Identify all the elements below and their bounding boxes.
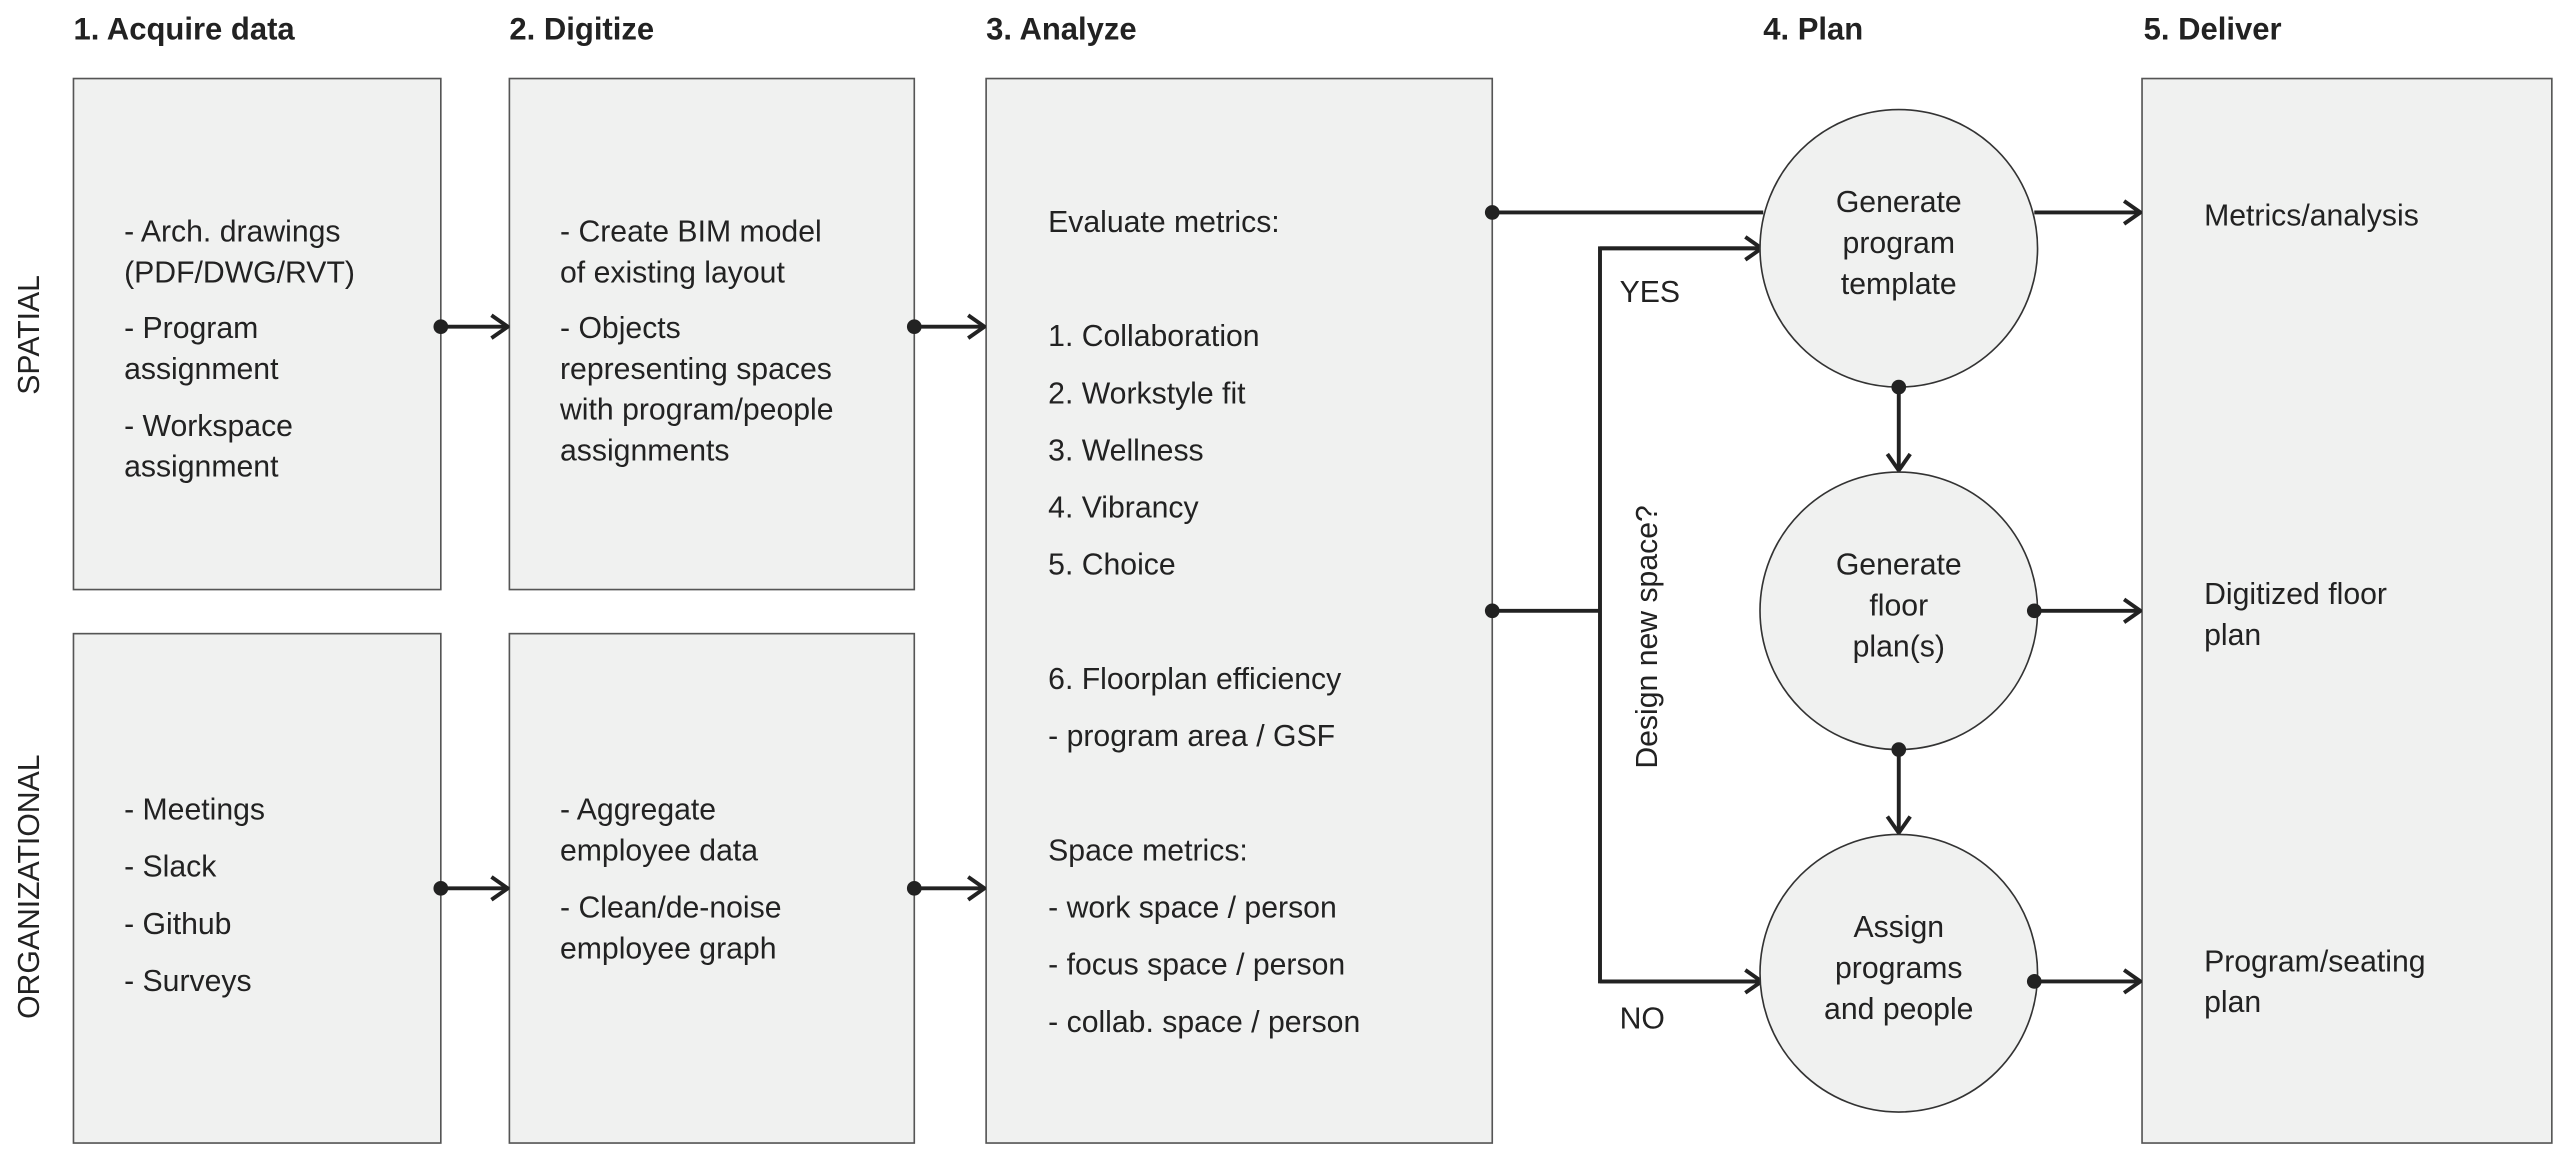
plan-node-label: and people xyxy=(1824,993,1973,1026)
acquire-spatial-line: - Workspace xyxy=(124,410,293,443)
analyze-line: 3. Wellness xyxy=(1048,434,1203,467)
column-header: 3. Analyze xyxy=(986,11,1137,46)
acquire-organizational-box xyxy=(72,632,442,1144)
column-header: 5. Deliver xyxy=(2144,11,2282,46)
digitize-organizational-line: - Aggregate xyxy=(560,794,716,827)
acquire-organizational-line: - Github xyxy=(124,908,231,941)
plan-node-label: program xyxy=(1843,227,1955,260)
column-header: 1. Acquire data xyxy=(73,11,295,46)
digitize-spatial-line: representing spaces xyxy=(560,353,832,386)
acquire-organizational-line: - Slack xyxy=(124,851,217,884)
digitize-spatial-line: - Create BIM model xyxy=(560,216,822,249)
analyze-line: 6. Floorplan efficiency xyxy=(1048,663,1342,696)
acquire-spatial-line: - Arch. drawings xyxy=(124,216,340,249)
plan-node-label: Assign xyxy=(1853,911,1944,944)
deliver-item: Digitized floor xyxy=(2204,578,2387,611)
analyze-line: Evaluate metrics: xyxy=(1048,206,1280,239)
analyze-line: - work space / person xyxy=(1048,892,1337,925)
analyze-line: 4. Vibrancy xyxy=(1048,492,1199,525)
column-header: 2. Digitize xyxy=(509,11,654,46)
acquire-spatial-box xyxy=(72,77,442,591)
plan-node-label: programs xyxy=(1835,952,1963,985)
row-label-organizational: ORGANIZATIONAL xyxy=(13,754,46,1018)
analyze-line: 5. Choice xyxy=(1048,549,1176,582)
column-header: 4. Plan xyxy=(1763,11,1863,46)
plan-node-label: Generate xyxy=(1836,549,1962,582)
acquire-organizational-line: - Surveys xyxy=(124,965,251,998)
yes-label: YES xyxy=(1620,276,1680,309)
deliver-item: plan xyxy=(2204,986,2261,1019)
plan-node-label: Generate xyxy=(1836,186,1962,219)
row-label-spatial: SPATIAL xyxy=(13,275,46,395)
plan-node-label: floor xyxy=(1869,590,1928,623)
node-assign-programs-people xyxy=(1759,833,2039,1113)
deliver-box xyxy=(2141,77,2553,1144)
no-label: NO xyxy=(1620,1003,1665,1036)
acquire-spatial-line: - Program xyxy=(124,312,258,345)
digitize-organizational-line: employee graph xyxy=(560,932,777,965)
acquire-spatial-line: assignment xyxy=(124,353,279,386)
digitize-spatial-box xyxy=(508,77,916,591)
digitize-spatial-line: assignments xyxy=(560,434,729,467)
digitize-organizational-line: employee data xyxy=(560,834,758,867)
analyze-box xyxy=(985,77,1494,1144)
digitize-organizational-box xyxy=(508,632,916,1144)
plan-node-label: plan(s) xyxy=(1853,630,1945,663)
acquire-organizational-line: - Meetings xyxy=(124,794,265,827)
plan-node-label: template xyxy=(1841,268,1957,301)
deliver-item: Program/seating xyxy=(2204,945,2425,978)
analyze-line: - program area / GSF xyxy=(1048,720,1335,753)
deliver-item: Metrics/analysis xyxy=(2204,199,2419,232)
acquire-spatial-line: assignment xyxy=(124,451,279,484)
connectors xyxy=(440,212,2141,981)
analyze-line: Space metrics: xyxy=(1048,834,1248,867)
analyze-line: - focus space / person xyxy=(1048,949,1345,982)
analyze-line: 1. Collaboration xyxy=(1048,320,1259,353)
acquire-spatial-line: (PDF/DWG/RVT) xyxy=(124,256,355,289)
connector-dots xyxy=(433,205,2042,989)
digitize-spatial-line: of existing layout xyxy=(560,256,785,289)
analyze-line: 2. Workstyle fit xyxy=(1048,377,1246,410)
digitize-spatial-line: - Objects xyxy=(560,312,681,345)
decision-label: Design new space? xyxy=(1631,505,1664,768)
digitize-organizational-line: - Clean/de-noise xyxy=(560,892,782,925)
deliver-item: plan xyxy=(2204,619,2261,652)
analyze-line: - collab. space / person xyxy=(1048,1006,1360,1039)
digitize-spatial-line: with program/people xyxy=(559,394,834,427)
